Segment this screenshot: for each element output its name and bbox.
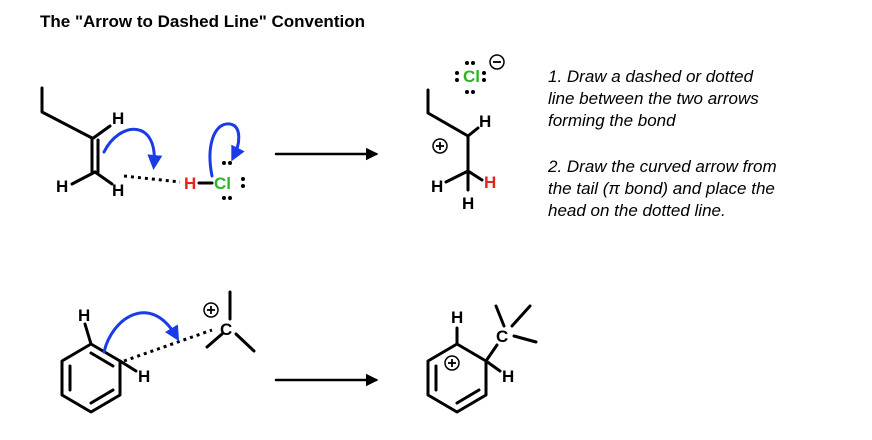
c-h-bond <box>93 170 114 186</box>
hydrogen-atom: H <box>451 308 463 327</box>
hydrogen-atom: H <box>462 194 474 213</box>
note-1-line: 1. Draw a dashed or dotted <box>548 67 754 86</box>
c-c-bond <box>494 304 506 328</box>
hydrogen-atom: H <box>484 173 496 192</box>
carbocation-product: H H H H <box>426 88 496 213</box>
curved-arrow-h-cl-bond <box>208 122 245 178</box>
ring-double-bond <box>455 388 481 405</box>
c-h-bond <box>466 126 480 138</box>
ethyl-chain-bond <box>40 86 94 140</box>
hydrogen-atom: H <box>502 367 514 386</box>
lone-pair-dot <box>482 71 486 75</box>
hydrogen-atom: H <box>431 177 443 196</box>
hydrogen-atom: H <box>56 177 68 196</box>
lone-pair-dot <box>455 78 459 82</box>
carbon-chain-bond <box>426 88 470 173</box>
note-2-line: head on the dotted line. <box>548 201 726 220</box>
c-c-bond <box>234 332 256 353</box>
lone-pair-dot <box>471 61 475 65</box>
forming-bond-dashed-line <box>123 328 213 363</box>
carbon-atom: C <box>220 320 232 339</box>
hydrogen-atom: H <box>479 112 491 131</box>
lone-pair-dot <box>465 90 469 94</box>
curved-arrow-pi-bond <box>102 127 163 170</box>
c-c-bond <box>512 334 538 344</box>
c-c-bond <box>205 332 224 349</box>
lone-pair-dot <box>465 61 469 65</box>
hydrogen-atom: H <box>112 109 124 128</box>
note-1-line: forming the bond <box>548 111 676 130</box>
chloride-anion: Cl <box>455 54 505 94</box>
lone-pair-dot <box>482 78 486 82</box>
note-2: 2. Draw the curved arrow from the tail (… <box>548 156 848 222</box>
note-2-line: the tail (π bond) and place the <box>548 179 775 198</box>
lone-pair-dot <box>228 196 232 200</box>
note-1-line: line between the two arrows <box>548 89 759 108</box>
c-h-bond <box>444 169 470 184</box>
hydrogen-atom: H <box>138 367 150 386</box>
lone-pair-dot <box>222 161 226 165</box>
c-h-bond <box>90 124 112 141</box>
chlorine-atom: Cl <box>214 174 231 193</box>
note-2-line: 2. Draw the curved arrow from <box>548 157 777 176</box>
c-c-bond <box>510 304 532 328</box>
forming-bond-dashed-line <box>123 174 181 184</box>
ring-double-bond <box>89 388 115 405</box>
alkene-reactant: H H H <box>40 86 124 200</box>
c-h-bond <box>466 169 484 182</box>
benzene-reactant: H H <box>60 306 150 414</box>
hydrogen-atom: H <box>78 306 90 325</box>
lone-pair-dot <box>471 90 475 94</box>
c-h-bond <box>83 322 93 346</box>
hydrogen-atom: H <box>112 181 124 200</box>
c-h-bond <box>484 359 502 373</box>
diagram-title: The "Arrow to Dashed Line" Convention <box>40 12 365 31</box>
lone-pair-dot <box>222 196 226 200</box>
hydrogen-atom: H <box>184 174 196 193</box>
lone-pair-dot <box>228 161 232 165</box>
ring-double-bond <box>89 351 115 368</box>
note-1: 1. Draw a dashed or dotted line between … <box>548 66 848 132</box>
arenium-product: H H C <box>426 304 538 414</box>
c-c-bond <box>484 343 499 363</box>
hcl-reagent: H Cl <box>184 161 245 200</box>
carbon-atom: C <box>496 327 508 346</box>
curved-arrow-pi-bond <box>102 311 180 354</box>
chlorine-atom: Cl <box>463 67 480 86</box>
tert-butyl-cation: C <box>203 290 256 353</box>
c-h-bond <box>70 170 97 186</box>
c-h-bond <box>118 359 138 373</box>
lone-pair-dot <box>241 177 245 181</box>
lone-pair-dot <box>455 71 459 75</box>
lone-pair-dot <box>241 184 245 188</box>
